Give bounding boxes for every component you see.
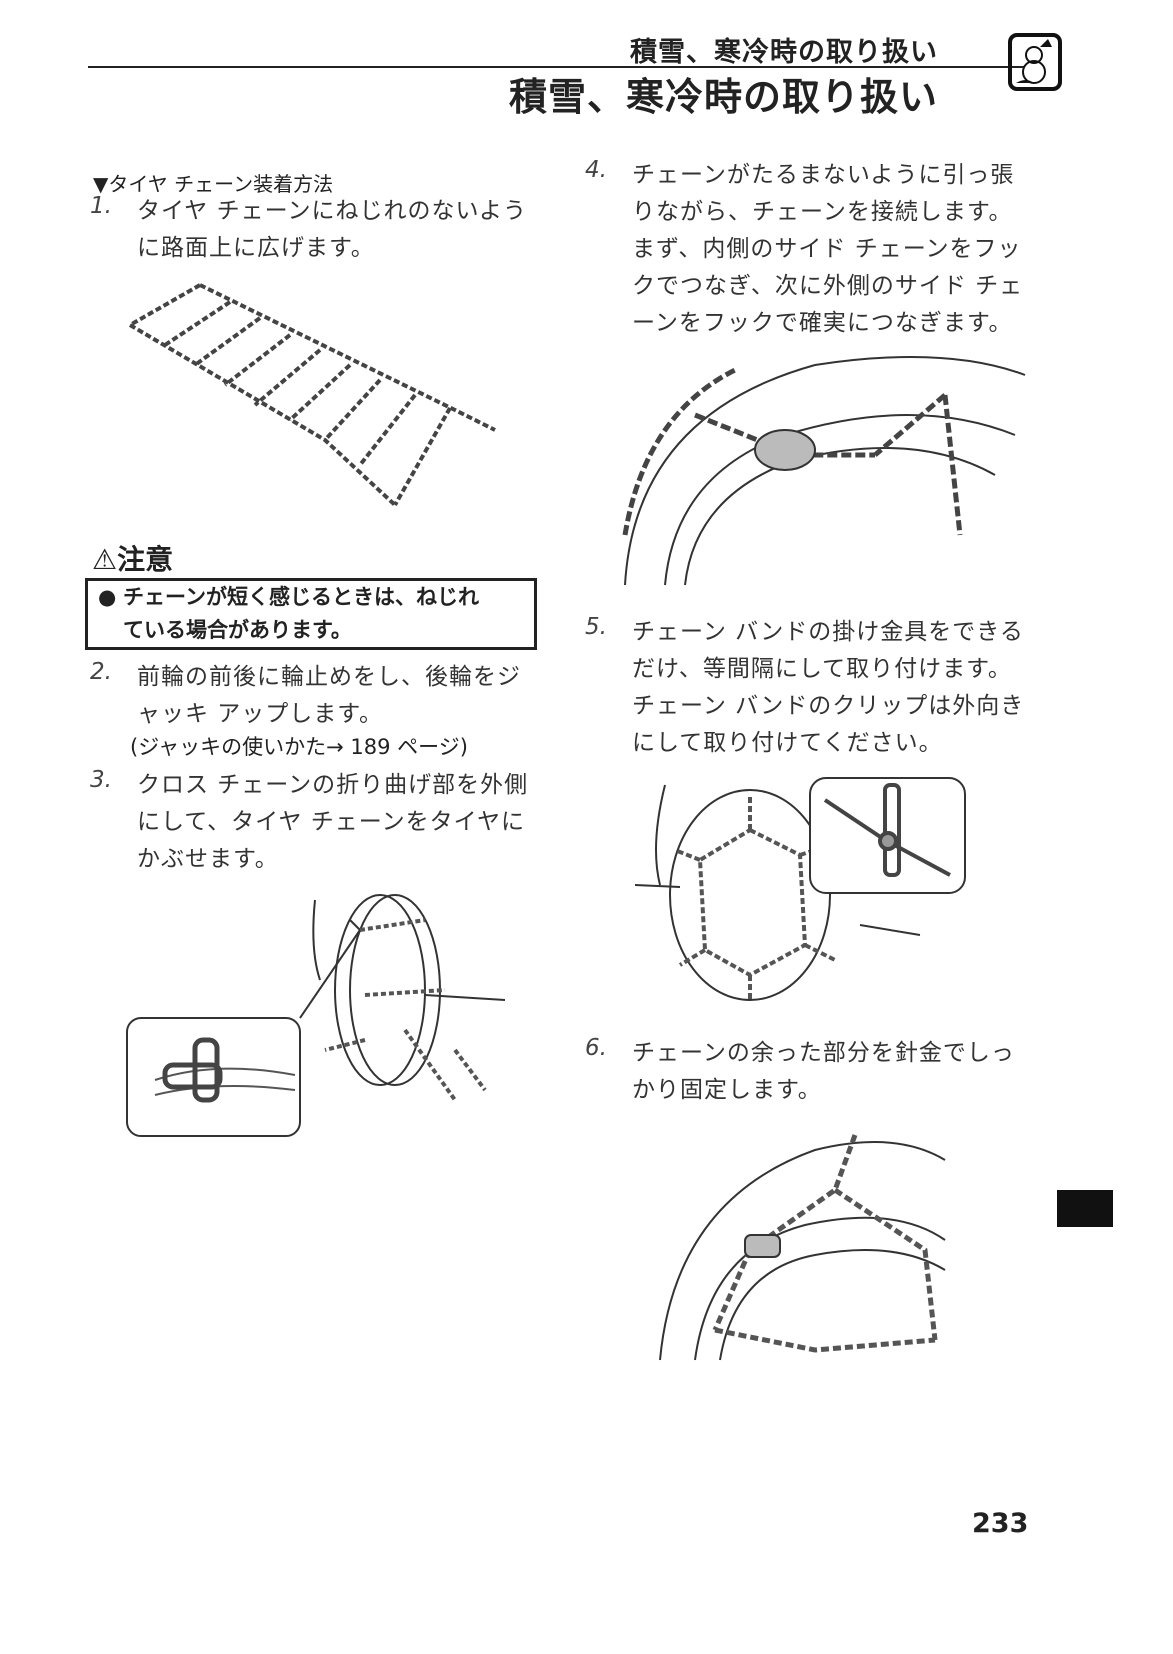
step-line: かぶせます。 bbox=[137, 846, 279, 872]
page-number: 233 bbox=[972, 1508, 1029, 1539]
step-line: クでつなぎ、次に外側のサイド チェ bbox=[632, 273, 1024, 299]
chain-band-illustration bbox=[634, 777, 966, 1001]
step-number: 3. bbox=[90, 767, 112, 793]
step-line: まず、内側のサイド チェーンをフッ bbox=[632, 236, 1022, 262]
step-line: 前輪の前後に輪止めをし、後輪をジ bbox=[137, 664, 521, 690]
step-line: ーンをフックで確実につなぎます。 bbox=[632, 310, 1013, 336]
step-line: チェーン バンドのクリップは外向き bbox=[632, 693, 1025, 719]
step-line: チェーンがたるまないように引っ張 bbox=[632, 162, 1015, 188]
tire-chain-drape-illustration bbox=[126, 894, 506, 1137]
chapter-tab bbox=[1057, 1190, 1113, 1227]
step-3: 3. クロス チェーンの折り曲げ部を外側 にして、タイヤ チェーンをタイヤに か… bbox=[90, 767, 560, 878]
header-small-title: 積雪、寒冷時の取り扱い bbox=[630, 37, 938, 68]
side-chain-hook-illustration bbox=[622, 356, 1026, 586]
step-number: 4. bbox=[585, 157, 607, 183]
step-line: りながら、チェーンを接続します。 bbox=[632, 199, 1013, 225]
step-1: 1. タイヤ チェーンにねじれのないよう に路面上に広げます。 bbox=[90, 193, 560, 267]
step-line: タイヤ チェーンにねじれのないよう bbox=[137, 198, 528, 224]
step-line: チェーン バンドの掛け金具をできる bbox=[632, 619, 1024, 645]
jack-reference-note: (ジャッキの使いかた→ 189 ページ) bbox=[130, 735, 468, 759]
step-line: チェーンの余った部分を針金でしっ bbox=[632, 1040, 1015, 1066]
step-5: 5. チェーン バンドの掛け金具をできる だけ、等間隔にして取り付けます。 チェ… bbox=[585, 614, 1055, 762]
step-number: 6. bbox=[585, 1035, 607, 1061]
step-line: だけ、等間隔にして取り付けます。 bbox=[632, 656, 1012, 682]
step-number: 5. bbox=[585, 614, 607, 640]
snowman-icon bbox=[1008, 33, 1062, 91]
chain-ladder-illustration bbox=[128, 283, 496, 507]
step-number: 1. bbox=[90, 193, 112, 219]
caution-box: ● チェーンが短く感じるときは、ねじれ ている場合があります。 bbox=[85, 578, 537, 650]
step-line: クロス チェーンの折り曲げ部を外側 bbox=[137, 772, 529, 798]
step-6: 6. チェーンの余った部分を針金でしっ かり固定します。 bbox=[585, 1035, 1055, 1109]
step-line: に路面上に広げます。 bbox=[137, 235, 375, 261]
caution-line: チェーンが短く感じるときは、ねじれ bbox=[123, 585, 479, 609]
step-4: 4. チェーンがたるまないように引っ張 りながら、チェーンを接続します。 まず、… bbox=[585, 157, 1055, 342]
step-line: にして、タイヤ チェーンをタイヤに bbox=[137, 809, 525, 835]
step-line: かり固定します。 bbox=[632, 1077, 822, 1103]
step-line: にして取り付けてください。 bbox=[632, 730, 943, 756]
step-number: 2. bbox=[90, 659, 112, 685]
caution-title: ⚠注意 bbox=[92, 543, 174, 576]
step-2: 2. 前輪の前後に輪止めをし、後輪をジ ャッキ アップします。 bbox=[90, 659, 560, 733]
subheading: ▼タイヤ チェーン装着方法 bbox=[93, 172, 334, 196]
step-line: ャッキ アップします。 bbox=[137, 701, 384, 727]
caution-line: ている場合があります。 bbox=[123, 618, 352, 642]
header-rule bbox=[88, 66, 1025, 68]
bullet: ● bbox=[98, 585, 117, 609]
page-title: 積雪、寒冷時の取り扱い bbox=[508, 75, 938, 119]
wire-fastening-illustration bbox=[659, 1134, 946, 1361]
